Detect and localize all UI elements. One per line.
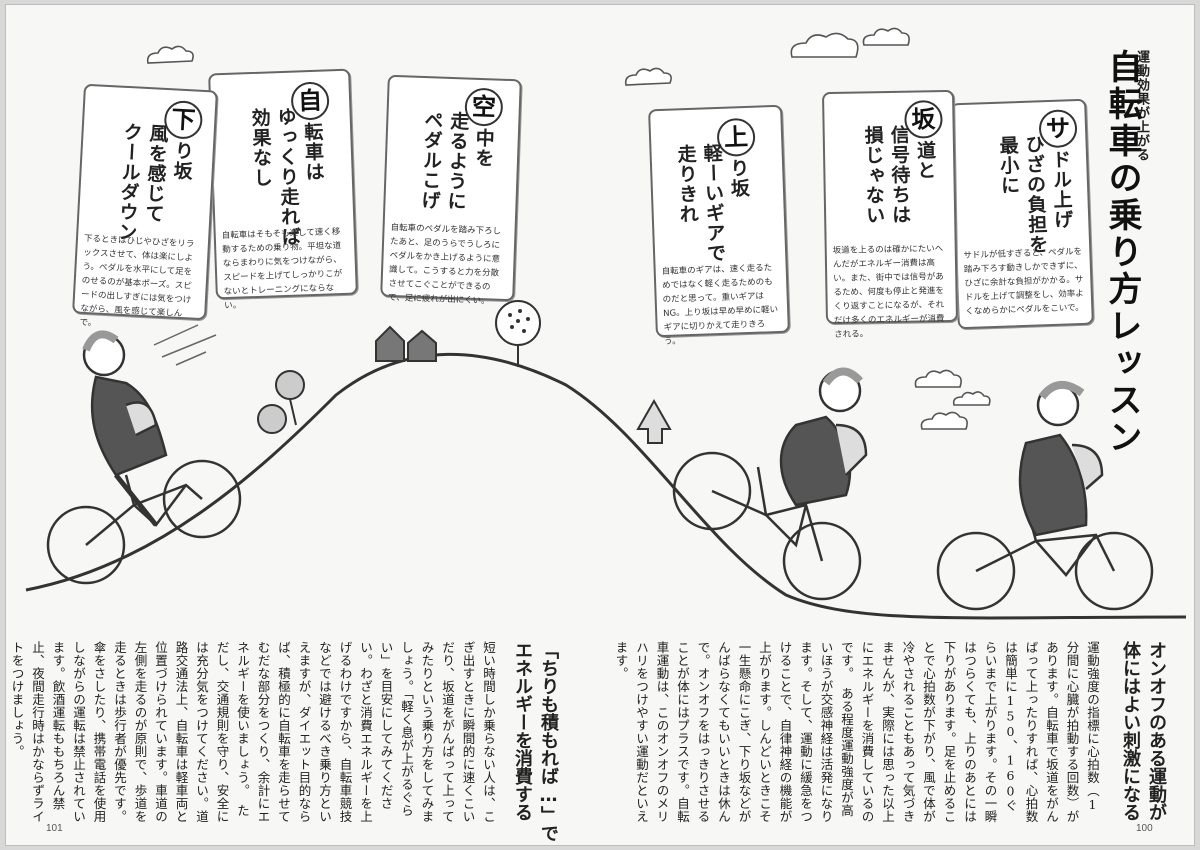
tip-desc: 下るときはひじやひざをリラックスさせて、体は楽にしよう。ペダルを水平にして足をの… (79, 233, 195, 329)
cyclist-flat (936, 381, 1154, 611)
tip-title-line2: 軽ーいギアで (700, 142, 727, 264)
tip-title-line3: クールダウン (114, 121, 144, 243)
tip-card-uphill: 上 り坂 軽ーいギアで 走りきれ 自転車のギアは、速く走るためではなく軽く走るた… (648, 104, 790, 347)
tip-title-rest: 転車は (300, 121, 325, 183)
tip-title-line3: 最小に (996, 135, 1021, 196)
tip-title-line2: ひざの負担を (1022, 134, 1049, 255)
section-body: 短い時間しか乗らない人は、こぎ出すときに瞬間的に速くこいだり、坂道をがんばって上… (9, 641, 497, 823)
article-kicker: 運動効果が上がる (1134, 50, 1149, 162)
page-number-right: 100 (1136, 823, 1153, 834)
house-icon (375, 325, 437, 362)
tip-title-rest: り坂 (726, 157, 751, 199)
tree-icon (257, 300, 672, 444)
section-heading-line1: 「ちりも積もれば…」で (538, 641, 559, 842)
magazine-spread: 運動効果が上がる 自転車の乗り方レッスン サ ドル上げ ひざの負担を 最小に サ… (6, 5, 1194, 845)
tip-desc: 自転車のペダルを踏み下ろしたあと、足のうらでうしろにペダルをかき上げるように意識… (387, 222, 502, 307)
cloud-icon (146, 27, 991, 430)
section-heading-line1: オンオフのある運動が (1146, 641, 1167, 821)
tip-desc: 自転車はそもそも楽して速く移動するための乗り物。平坦な道ならまわりに気をつけなが… (221, 227, 343, 312)
tip-title-line2: 信号待ちは (887, 124, 912, 226)
article-title: 自転車の乗り方レッスン (1102, 49, 1142, 456)
tip-title-rest: 道と (913, 140, 937, 181)
section-heading-line2: エネルギーを消費する (512, 641, 533, 821)
section-body: 運動強度の指標に心拍数（1分間に心臓が拍動する回数）があります。自転車で坂道をが… (613, 641, 1101, 823)
tip-title-rest: ドル上げ (1048, 149, 1074, 230)
tip-title-line2: 走るように (444, 110, 470, 212)
tip-title-line3: 走りきれ (674, 143, 700, 225)
tip-desc: 坂道を上るのは確かにたいへんだがエネルギー消費は高い。また、街中では信号があるた… (832, 244, 945, 340)
page-number-left: 101 (46, 823, 63, 834)
section-heading-line2: 体にはよい刺激になる (1120, 641, 1141, 821)
tip-card-hill: 坂 道と 信号待ちは 損じゃない 坂道を上るのは確かにたいへんだがエネルギー消費… (821, 89, 959, 340)
cyclist-uphill (672, 367, 868, 601)
cycling-hill-illustration (25, 27, 1187, 620)
speed-lines (153, 324, 217, 366)
tip-desc: サドルが低すぎると、ペダルを踏み下ろす動きしかできずに、ひざに余計な負担がかかる… (963, 246, 1085, 318)
tip-title-rest: 中を (471, 127, 496, 169)
tip-title-line3: 効果なし (248, 107, 274, 189)
tip-card-saddle: サ ドル上げ ひざの負担を 最小に サドルが低すぎると、ペダルを踏み下ろす動きし… (950, 98, 1094, 330)
tip-title-rest: り坂 (170, 140, 195, 182)
tip-card-speed: 自 転車は ゆっくり走れば 効果なし 自転車はそもそも楽して速く移動するための乗… (208, 68, 358, 311)
hill-outline (25, 352, 1187, 620)
tip-card-pedal: 空 中を 走るように ペダルこげ 自転車のペダルを踏み下ろしたあと、足のうらでう… (380, 74, 522, 306)
tip-card-downhill: 下 り坂 風を感じて クールダウン 下るときはひじやひざをリラックスさせて、体は… (72, 83, 218, 329)
tip-title-line3: 損じゃない (861, 125, 886, 226)
cyclist-downhill (46, 330, 242, 585)
tip-desc: 自転車のギアは、速く走るためではなく軽く走るためのものだと思って。重いギアはNG… (661, 263, 779, 347)
tip-title-line3: ペダルこげ (418, 109, 444, 211)
